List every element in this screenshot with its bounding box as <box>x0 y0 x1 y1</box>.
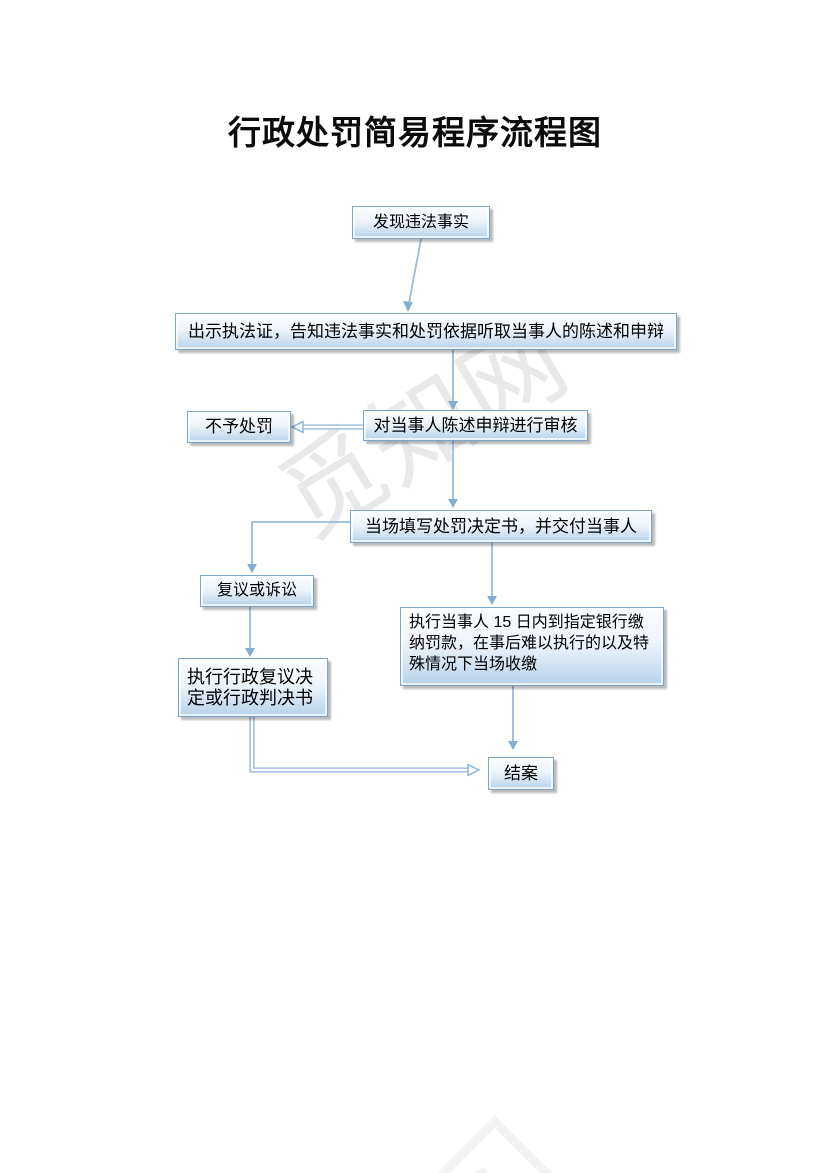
node-reconsideration-or-litigation: 复议或诉讼 <box>200 575 314 607</box>
node-fill-decision: 当场填写处罚决定书，并交付当事人 <box>350 510 652 543</box>
node-no-penalty: 不予处罚 <box>187 411 291 443</box>
node-pay-fine: 执行当事人 15 日内到指定银行缴纳罚款，在事后难以执行的以及特殊情况下当场收缴 <box>400 607 664 686</box>
page-title: 行政处罚简易程序流程图 <box>228 114 602 151</box>
node-discover-violation: 发现违法事实 <box>352 206 490 239</box>
connector-review-to-fill-decision <box>448 441 458 508</box>
connector-reconsideration-to-execute <box>245 607 255 657</box>
connector-fill-decision-to-pay-fine <box>487 543 497 605</box>
connector-execute-to-close <box>249 717 481 777</box>
node-close-case: 结案 <box>488 757 554 790</box>
connector-pay-fine-to-close <box>508 686 518 750</box>
connector-show-to-review <box>448 350 458 410</box>
connector-review-to-no-penalty <box>290 420 363 434</box>
connector-fill-decision-to-reconsideration <box>247 521 350 573</box>
node-execute-reconsideration-decision: 执行行政复议决定或行政判决书 <box>178 658 328 717</box>
connector-discover-to-show <box>403 238 422 312</box>
node-show-credentials: 出示执法证，告知违法事实和处罚依据听取当事人的陈述和申辩 <box>175 313 677 350</box>
node-review-statement: 对当事人陈述申辩进行审核 <box>363 410 588 441</box>
